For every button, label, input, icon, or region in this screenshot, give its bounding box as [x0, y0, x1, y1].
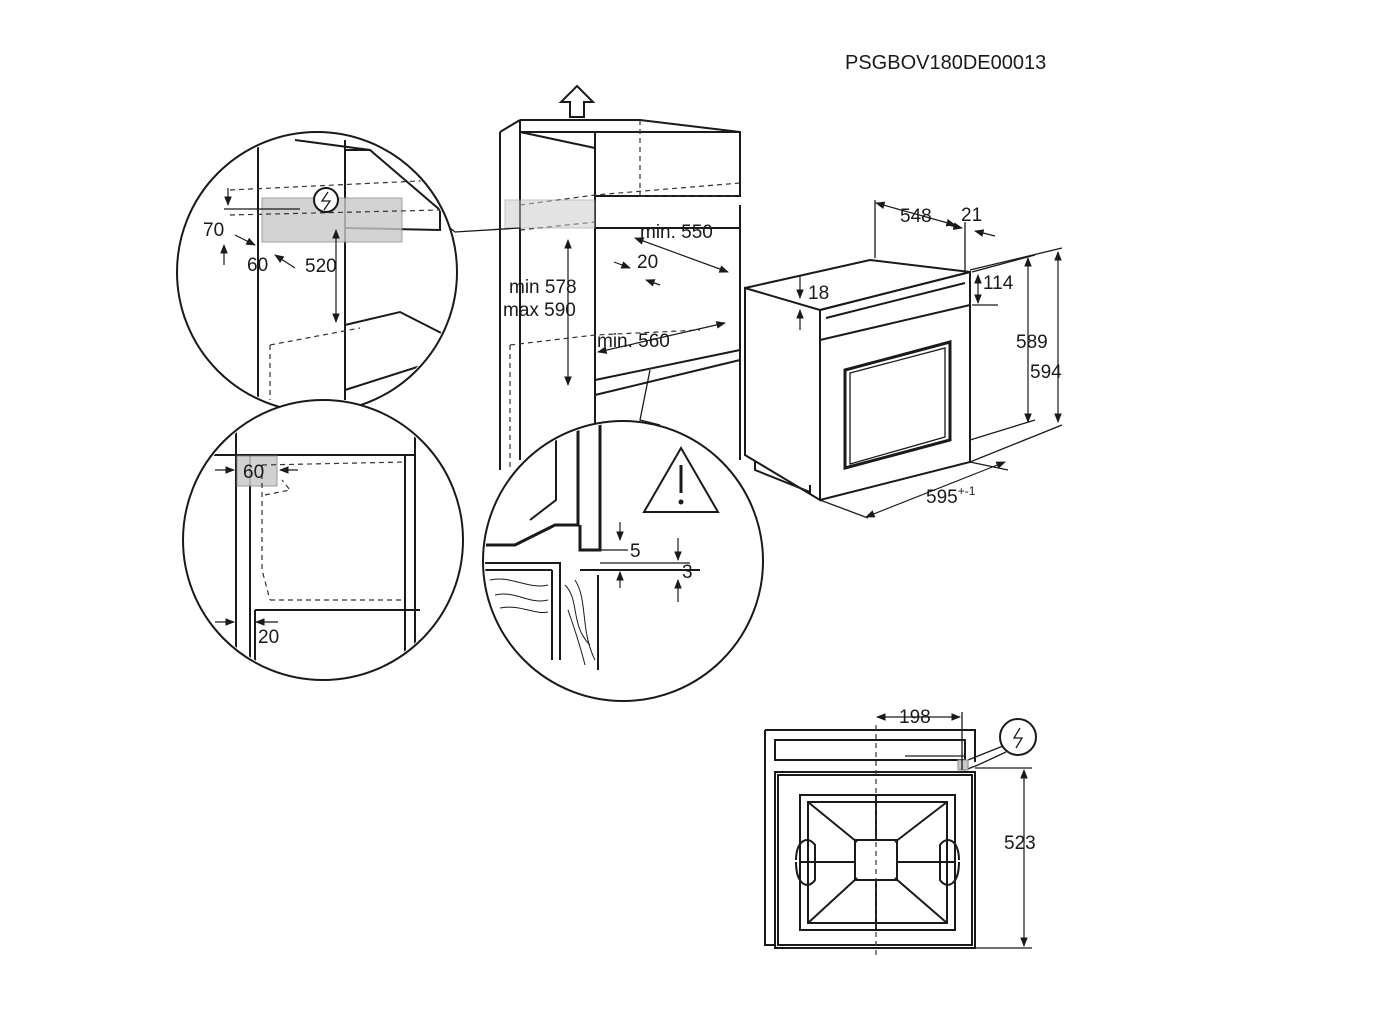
oven-depth-label: 548: [900, 206, 932, 227]
niche-width-dimension: [597, 321, 726, 354]
oven-width-dimension: [865, 461, 1006, 518]
top-circle-60-arrow-right: [274, 254, 296, 269]
oven-height-ext-bottom-inner: [969, 419, 1036, 441]
power-socket-icon: [320, 191, 332, 211]
oven-height-ext-top-outer: [969, 247, 1063, 271]
oven-body-height-label: 589: [1016, 332, 1048, 353]
oven-height-ext-top-inner: [971, 254, 1036, 273]
detail-circle-bottom: [482, 420, 764, 702]
bottom-circle-5-label: 5: [630, 541, 641, 562]
bottom-circle-3-label: 3: [682, 562, 693, 583]
niche-max-height-label: max 590: [503, 300, 576, 321]
niche-min-width-label: min. 560: [597, 331, 670, 352]
oven-total-height-label: 594: [1030, 362, 1062, 383]
top-circle-60-label: 60: [247, 255, 268, 276]
top-circle-70-label: 70: [203, 220, 224, 241]
niche-min-height-label: min 578: [509, 277, 577, 298]
warning-triangle-icon: [642, 446, 720, 513]
oven-top-gap-label: 18: [808, 283, 829, 304]
oven-body: [744, 258, 971, 502]
oven-width-ext-left: [819, 499, 869, 519]
niche-gap-arrow: [645, 279, 661, 287]
left-circle-60-label: 60: [243, 462, 264, 483]
niche-gap-dimension: [613, 261, 631, 269]
oven-height-ext-bottom-outer: [969, 424, 1063, 463]
oven-panel-label: 114: [983, 273, 1014, 294]
top-circle-520-label: 520: [305, 256, 337, 277]
document-code: PSGBOV180DE00013: [845, 52, 1046, 74]
detail-circle-left: [182, 399, 464, 681]
detail-circle-top: [176, 131, 458, 413]
oven-front-arrow-left: [947, 222, 963, 230]
oven-depth-dimension: [875, 201, 956, 227]
top-view-523-label: 523: [1004, 833, 1036, 854]
oven-width-label: 595+-1: [926, 484, 976, 508]
oven-front-thickness-label: 21: [961, 205, 982, 226]
top-view-198-label: 198: [899, 707, 931, 728]
oven-front-arrow-right: [974, 229, 996, 237]
callout-bottom: [639, 369, 661, 426]
up-outline-arrow-icon: [558, 84, 596, 118]
niche-depth-dimension: [634, 237, 729, 273]
power-socket-icon-top-view: [1012, 727, 1024, 749]
top-circle-60-arrow-left: [234, 234, 256, 246]
left-circle-20-label: 20: [258, 627, 279, 648]
niche-min-depth-label: min. 550: [640, 222, 713, 243]
niche-gap-label: 20: [637, 252, 658, 273]
oven-top-view: [764, 718, 1037, 955]
